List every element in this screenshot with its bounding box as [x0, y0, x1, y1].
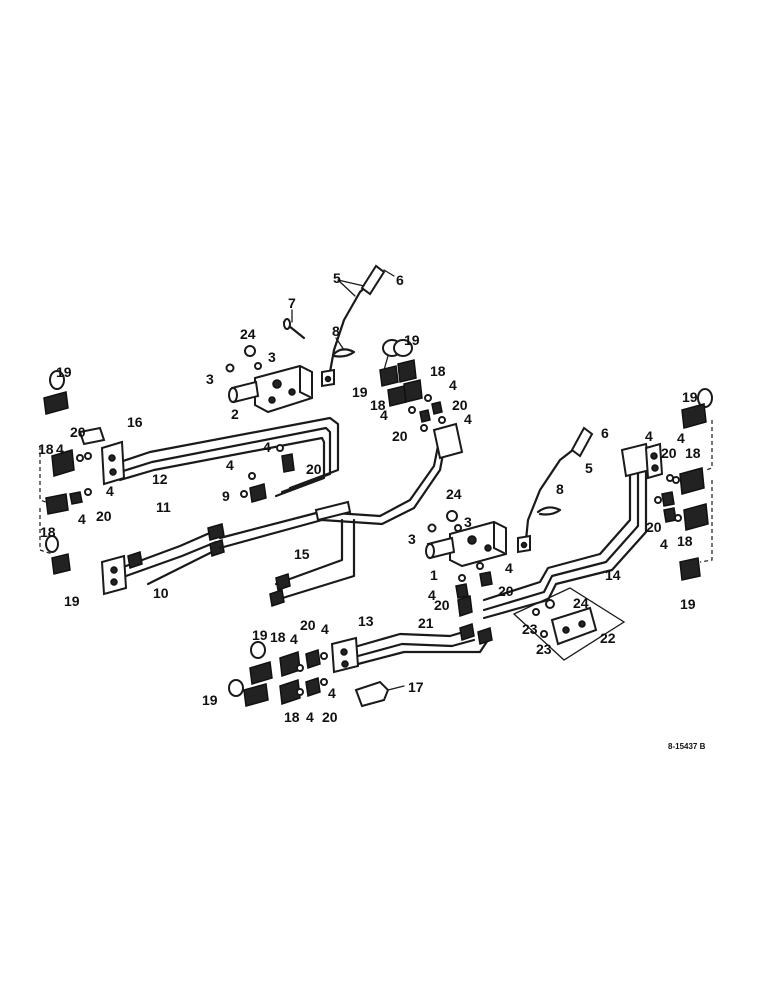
callout-4: 4 [660, 536, 668, 552]
callout-4: 4 [106, 483, 114, 499]
callout-24: 24 [573, 595, 589, 611]
callout-3: 3 [464, 514, 472, 530]
control-valve-upper [228, 364, 313, 414]
callout-8: 8 [332, 323, 340, 339]
callout-5: 5 [585, 460, 593, 476]
callout-4: 4 [321, 621, 329, 637]
control-lever-lower [517, 426, 594, 554]
callout-20: 20 [661, 445, 677, 461]
callout-12: 12 [152, 471, 168, 487]
callout-16: 16 [127, 414, 143, 430]
callout-20: 20 [452, 397, 468, 413]
callout-3: 3 [408, 531, 416, 547]
callout-20: 20 [306, 461, 322, 477]
callout-4: 4 [306, 709, 314, 725]
callout-18: 18 [284, 709, 300, 725]
coupler-stack-right [654, 388, 713, 581]
callout-19: 19 [680, 596, 696, 612]
fittings-lower-valve [455, 562, 493, 618]
callout-24: 24 [446, 486, 462, 502]
callout-4: 4 [464, 411, 472, 427]
manifold-block-left-upper [78, 426, 126, 486]
callout-17: 17 [408, 679, 424, 695]
coupler-stack-left [39, 370, 92, 575]
callout-19: 19 [56, 364, 72, 380]
callout-8: 8 [556, 481, 564, 497]
pipe-assembly-12 [118, 416, 340, 498]
callout-19: 19 [352, 384, 368, 400]
callout-4: 4 [428, 587, 436, 603]
callout-10: 10 [153, 585, 169, 601]
callout-18: 18 [38, 441, 54, 457]
control-lever-upper [321, 264, 395, 388]
callout-3: 3 [268, 349, 276, 365]
callout-15: 15 [294, 546, 310, 562]
callout-4: 4 [505, 560, 513, 576]
callout-20: 20 [498, 583, 514, 599]
callout-20: 20 [322, 709, 338, 725]
callout-18: 18 [40, 524, 56, 540]
callout-23: 23 [536, 641, 552, 657]
callout-4: 4 [328, 685, 336, 701]
callout-20: 20 [392, 428, 408, 444]
callout-20: 20 [646, 519, 662, 535]
callout-14: 14 [605, 567, 621, 583]
callout-5: 5 [333, 270, 341, 286]
callout-4: 4 [645, 428, 653, 444]
callout-20: 20 [434, 597, 450, 613]
pipe-assembly-15 [218, 422, 464, 607]
callout-4: 4 [380, 407, 388, 423]
callout-24: 24 [240, 326, 256, 342]
control-valve-lower [425, 510, 507, 568]
callout-18: 18 [685, 445, 701, 461]
callout-4: 4 [78, 511, 86, 527]
callout-19: 19 [682, 389, 698, 405]
callout-4: 4 [290, 631, 298, 647]
callout-1: 1 [430, 567, 438, 583]
manifold-block-left-lower [100, 554, 128, 596]
callout-20: 20 [300, 617, 316, 633]
callout-23: 23 [522, 621, 538, 637]
callout-13: 13 [358, 613, 374, 629]
callout-20: 20 [70, 424, 86, 440]
callout-4: 4 [677, 430, 685, 446]
washers-upper-valve [225, 345, 262, 373]
callout-4: 4 [449, 377, 457, 393]
callout-4: 4 [263, 439, 271, 455]
callout-18: 18 [370, 397, 386, 413]
coupler-stack-lower [228, 641, 328, 707]
callout-20: 20 [96, 508, 112, 524]
cotter-pin-8a [332, 337, 356, 358]
callout-19: 19 [252, 627, 268, 643]
hose-assembly-10-11 [124, 523, 225, 586]
callout-18: 18 [430, 363, 446, 379]
manifold-block-lower [330, 623, 493, 674]
callout-6: 6 [601, 425, 609, 441]
callout-4: 4 [226, 457, 234, 473]
callout-18: 18 [270, 629, 286, 645]
callout-4: 4 [56, 441, 64, 457]
callout-3: 3 [206, 371, 214, 387]
bracket-22 [512, 587, 626, 661]
callout-6: 6 [396, 272, 404, 288]
callout-19: 19 [202, 692, 218, 708]
callout-11: 11 [156, 499, 171, 515]
coupler-stack-upper-center [379, 339, 446, 432]
callout-7: 7 [288, 295, 296, 311]
callout-19: 19 [404, 332, 420, 348]
fitting-9-20 [240, 444, 295, 503]
callout-18: 18 [677, 533, 693, 549]
pin-7 [282, 309, 306, 340]
callout-19: 19 [64, 593, 80, 609]
plate-17 [354, 680, 405, 708]
callout-22: 22 [600, 630, 616, 646]
callout-2: 2 [231, 406, 239, 422]
drawing-number: 8-15437 B [668, 742, 706, 751]
callout-21: 21 [418, 615, 434, 631]
callout-9: 9 [222, 488, 230, 504]
